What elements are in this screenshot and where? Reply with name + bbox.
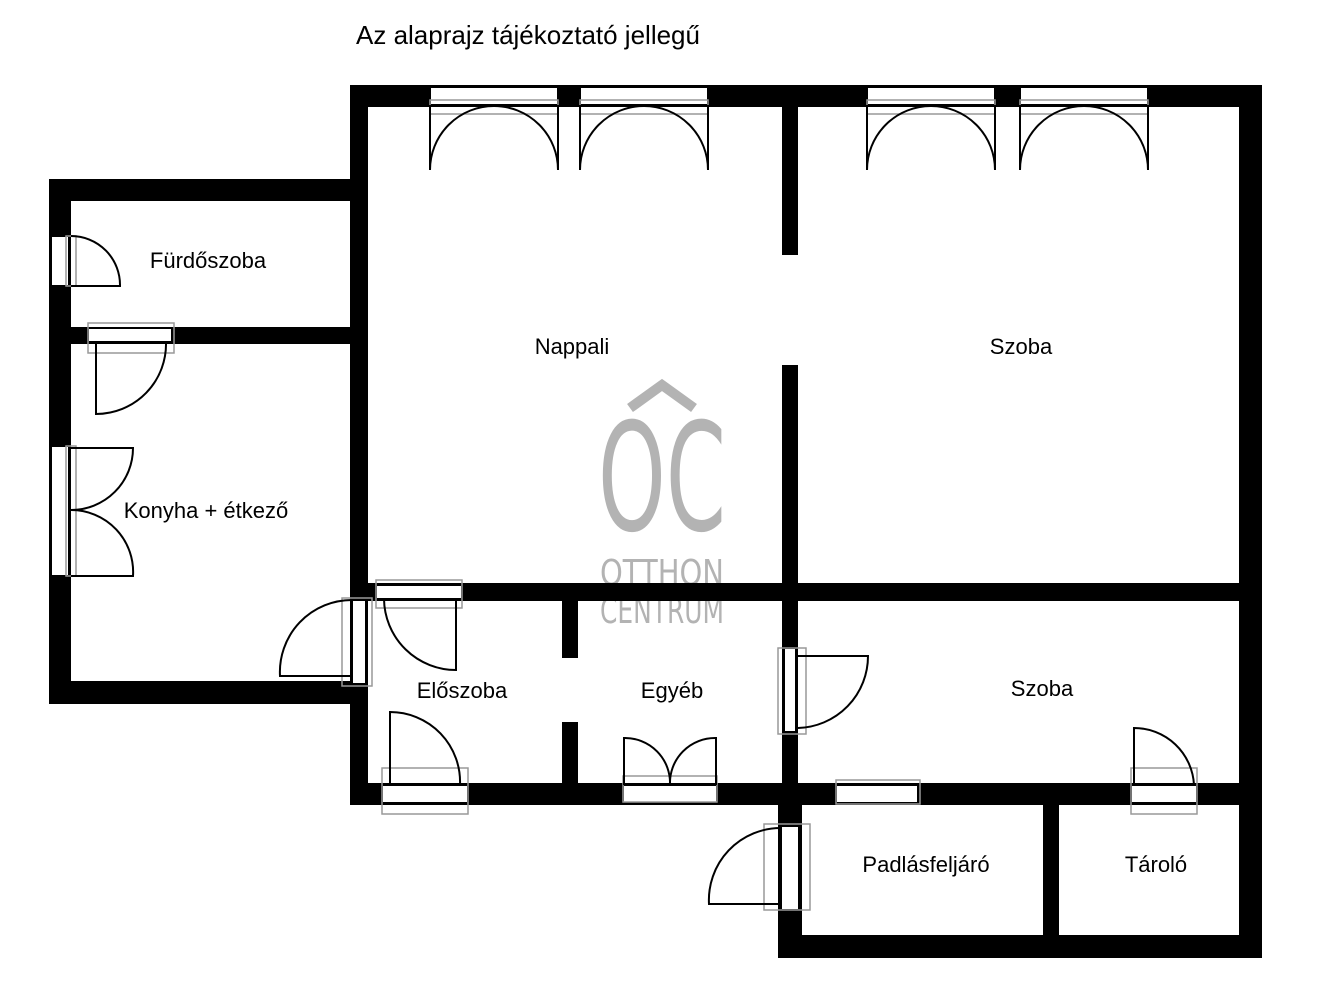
wall-annex-bottom	[49, 681, 368, 704]
wall-partition-lower	[562, 722, 578, 802]
door-swing-top-3	[866, 105, 996, 171]
door-swing-tarolo	[1133, 726, 1195, 786]
door-swing-hall-bottom	[389, 710, 462, 786]
door-swing-egyeb	[623, 736, 717, 786]
room-label-tarolo: Tároló	[1125, 852, 1187, 877]
wall-annex2-bottom	[778, 935, 1262, 958]
wall-kitchen-right	[350, 330, 368, 602]
room-label-furdoszoba: Fürdőszoba	[150, 248, 267, 273]
room-labels: Fürdőszoba Nappali Szoba Konyha + étkező…	[124, 248, 1187, 877]
wall-annex-top	[49, 179, 368, 201]
door-swing-entry	[278, 598, 353, 677]
window-top-2	[579, 86, 709, 106]
bath-door-opening	[50, 235, 70, 287]
room-label-nappali: Nappali	[535, 334, 610, 359]
wall-annex2-right	[1239, 783, 1262, 958]
frame-tarolo-door	[1130, 767, 1198, 815]
szoba-door-opening	[783, 647, 797, 733]
egyeb-bottom-window	[622, 784, 718, 804]
wall-main-left	[350, 85, 368, 345]
door-swing-top-1	[429, 105, 559, 171]
door-swings	[70, 105, 1195, 905]
wall-nappali-szoba-upper	[782, 85, 798, 255]
wall-middle-horizontal	[350, 583, 1262, 601]
door-swing-bath-kitchen	[95, 341, 168, 416]
frame-entry-door	[341, 597, 373, 687]
kitchen-window-opening	[50, 445, 70, 577]
room-label-padlasfeljaro: Padlásfeljáró	[862, 852, 989, 877]
hall-bottom-window	[381, 784, 469, 804]
door-swing-bath	[70, 235, 122, 287]
room-label-konyha: Konyha + étkező	[124, 498, 289, 523]
tarolo-door-opening	[1130, 784, 1198, 804]
door-swing-top-2	[579, 105, 709, 171]
hall-top-door-opening	[375, 584, 463, 600]
window-top-3	[866, 86, 996, 106]
entry-door-opening	[351, 599, 367, 685]
door-swing-kitchen	[70, 447, 135, 577]
room-label-egyeb: Egyéb	[641, 678, 703, 703]
frame-hall-bottom	[381, 767, 469, 815]
padlas-door-opening	[780, 825, 800, 911]
logo-monogram: OC	[598, 392, 726, 566]
door-swing-szoba	[797, 655, 870, 729]
window-top-1	[429, 86, 559, 106]
logo-roof-icon	[627, 378, 697, 413]
wall-main-right	[1239, 85, 1262, 805]
room-label-szoba-bottom: Szoba	[1011, 676, 1074, 701]
wall-partition-upper	[562, 598, 578, 658]
frame-szoba-door	[777, 647, 807, 735]
room-label-szoba-top: Szoba	[990, 334, 1053, 359]
bath-kitchen-door-opening	[87, 327, 173, 343]
window-top-4	[1019, 86, 1149, 106]
frame-hall-top-door	[375, 579, 463, 609]
frame-padlas-door	[763, 823, 811, 911]
wall-padlas-tarolo	[1043, 783, 1059, 958]
frame-szoba-bottom	[835, 779, 921, 805]
disclaimer-note: Az alaprajz tájékoztató jellegű	[356, 20, 700, 50]
door-swing-hall-top	[383, 598, 457, 672]
frame-bath-kitchen	[87, 322, 175, 354]
room-label-eloszoba: Előszoba	[417, 678, 508, 703]
szoba-bottom-window	[835, 784, 919, 804]
door-swing-padlas	[707, 826, 782, 905]
door-swing-top-4	[1019, 105, 1149, 171]
